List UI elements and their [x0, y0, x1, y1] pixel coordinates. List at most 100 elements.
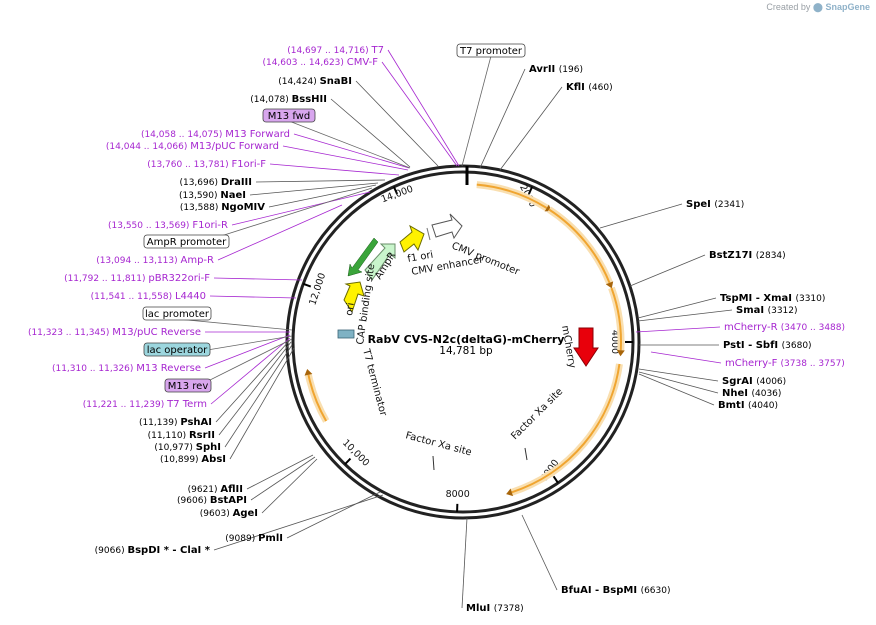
label-name: BmtI	[718, 400, 748, 411]
feature-box-lac-promoter[interactable]: lac promoter	[142, 306, 212, 321]
label-kfli[interactable]: KflI (460)	[566, 82, 613, 93]
label-coord: (11,541 .. 11,558)	[91, 292, 175, 302]
label-coord: (2341)	[714, 200, 744, 210]
ampr-arrow[interactable]	[364, 243, 396, 281]
mcherry-arrow[interactable]	[573, 327, 599, 367]
label-bmti[interactable]: BmtI (4040)	[718, 400, 778, 411]
tick-label: 14,000	[380, 184, 415, 206]
label-bstz17i[interactable]: BstZ17I (2834)	[709, 250, 786, 261]
label-psti-sbfi[interactable]: PstI - SbfI (3680)	[723, 340, 812, 351]
label-tspmi-xmai[interactable]: TspMI - XmaI (3310)	[720, 293, 825, 304]
label-bsshii[interactable]: (14,078) BssHII	[250, 94, 327, 105]
label-coord: (13,760 .. 13,781)	[147, 160, 231, 170]
label-rsrii[interactable]: (11,110) RsrII	[148, 430, 215, 441]
leader-spei	[599, 203, 683, 229]
feature-box-m13-fwd[interactable]: M13 fwd	[262, 108, 316, 123]
label-t7-term[interactable]: (11,221 .. 11,239) T7 Term	[83, 399, 207, 410]
label-name: PmlI	[258, 533, 283, 544]
label-bfuai-bspmi[interactable]: BfuAI - BspMI (6630)	[561, 585, 671, 596]
label-name: KflI	[566, 82, 588, 93]
feature-box-rect	[262, 108, 316, 123]
tick-mark	[392, 186, 399, 195]
label-f1ori-f[interactable]: (13,760 .. 13,781) F1ori-F	[147, 159, 266, 170]
feature-box-m13-rev[interactable]: M13 rev	[164, 378, 212, 393]
leader-kfli	[499, 86, 563, 171]
label-agei[interactable]: (9603) AgeI	[200, 508, 258, 519]
label-amp-r[interactable]: (13,094 .. 13,113) Amp-R	[96, 255, 214, 266]
leader-bstz17i	[629, 254, 706, 287]
label-coord: (14,044 .. 14,066)	[106, 142, 190, 152]
label-bstapi[interactable]: (9606) BstAPI	[177, 495, 247, 506]
label-name: MluI	[466, 603, 494, 614]
label-coord: (9089)	[225, 534, 258, 544]
label-t7[interactable]: (14,697 .. 14,716) T7	[287, 45, 384, 56]
leader-m13-reverse	[204, 334, 291, 369]
label-smai[interactable]: SmaI (3312)	[736, 305, 798, 316]
feature-box-leader	[461, 55, 492, 167]
ori-arrow[interactable]	[343, 281, 365, 314]
lac-operator-block[interactable]	[337, 329, 355, 339]
label-l4440[interactable]: (11,541 .. 11,558) L4440	[91, 291, 206, 302]
label-absi[interactable]: (10,899) AbsI	[160, 454, 226, 465]
leader-cmv-f	[381, 61, 458, 167]
site-labels: (14,697 .. 14,716) T7(14,603 .. 14,623) …	[28, 45, 845, 614]
label-pmli[interactable]: (9089) PmlI	[225, 533, 283, 544]
leader-agei	[261, 458, 318, 514]
label-ngomiv[interactable]: (13,588) NgoMIV	[180, 202, 265, 213]
arc-4[interactable]	[511, 363, 621, 494]
label-m13-reverse[interactable]: (11,310 .. 11,326) M13 Reverse	[52, 363, 201, 374]
label-mcherry-f[interactable]: mCherry-F (3738 .. 3757)	[725, 358, 845, 369]
tick-label: 4000	[609, 330, 620, 354]
label-bspdi-clai[interactable]: (9066) BspDI * - ClaI *	[95, 545, 211, 556]
label-mlui[interactable]: MluI (7378)	[466, 603, 524, 614]
arc-3[interactable]	[610, 287, 622, 351]
cmv-promoter-arrow[interactable]	[431, 213, 463, 240]
label-m13-forward[interactable]: (14,058 .. 14,075) M13 Forward	[141, 129, 290, 140]
label-nhei[interactable]: NheI (4036)	[722, 388, 781, 399]
label-m13-puc-forward[interactable]: (14,044 .. 14,066) M13/pUC Forward	[106, 141, 279, 152]
label-draiii[interactable]: (13,696) DraIII	[179, 177, 252, 188]
label-sphi[interactable]: (10,977) SphI	[154, 442, 221, 453]
leader-tspmi-xmai	[637, 297, 717, 319]
label-avrii[interactable]: AvrII (196)	[529, 64, 583, 75]
feature-box-label: lac operator	[147, 345, 208, 356]
label-coord: (11,323 .. 11,345)	[28, 328, 112, 338]
label-f1ori-r[interactable]: (13,550 .. 13,569) F1ori-R	[108, 220, 228, 231]
factor-xa-tick-1	[432, 455, 435, 471]
arc-2[interactable]	[548, 208, 611, 284]
label-coord: (6630)	[641, 586, 671, 596]
label-cmv-f[interactable]: (14,603 .. 14,623) CMV-F	[262, 57, 378, 68]
arc-1[interactable]	[476, 183, 548, 209]
green-arrow[interactable]	[347, 237, 379, 277]
arc-5[interactable]	[307, 374, 328, 422]
feature-box-t7-promoter[interactable]: T7 promoter	[456, 43, 526, 58]
label-coord: (10,899)	[160, 455, 201, 465]
label-mcherry-r[interactable]: mCherry-R (3470 .. 3488)	[724, 322, 845, 333]
leader-m13-forward	[293, 133, 410, 169]
label-spei[interactable]: SpeI (2341)	[686, 199, 744, 210]
label-name: SpeI	[686, 199, 714, 210]
feature-box-ampr-promoter[interactable]: AmpR promoter	[143, 234, 230, 249]
label-coord: (11,139)	[139, 418, 180, 428]
tick-label: 12,000	[307, 272, 328, 307]
label-pshai[interactable]: (11,139) PshAI	[139, 417, 212, 428]
feature-box-lac-operator[interactable]: lac operator	[143, 342, 211, 357]
label-m13-puc-reverse[interactable]: (11,323 .. 11,345) M13/pUC Reverse	[28, 327, 201, 338]
label-sgrai[interactable]: SgrAI (4006)	[722, 376, 786, 387]
label-name: NaeI	[220, 190, 246, 201]
arc-5-arrowhead	[304, 368, 313, 376]
label-coord: (9066)	[95, 546, 128, 556]
arc-4-arrowhead	[506, 488, 514, 497]
label-pbr322ori-f[interactable]: (11,792 .. 11,811) pBR322ori-F	[64, 273, 210, 284]
backbone-outer-ring	[285, 164, 641, 520]
label-name: AgeI	[233, 508, 258, 519]
leader-draiii	[255, 179, 386, 183]
leader-naei	[249, 182, 379, 196]
f1-ori-arrow[interactable]	[399, 224, 425, 253]
label-coord: (9606)	[177, 496, 210, 506]
label-snabi[interactable]: (14,424) SnaBI	[278, 76, 352, 87]
feature-box-rect	[142, 306, 212, 321]
label-naei[interactable]: (13,590) NaeI	[179, 190, 246, 201]
label-coord: (11,792 .. 11,811)	[64, 274, 148, 284]
label-aflii[interactable]: (9621) AflII	[188, 484, 243, 495]
